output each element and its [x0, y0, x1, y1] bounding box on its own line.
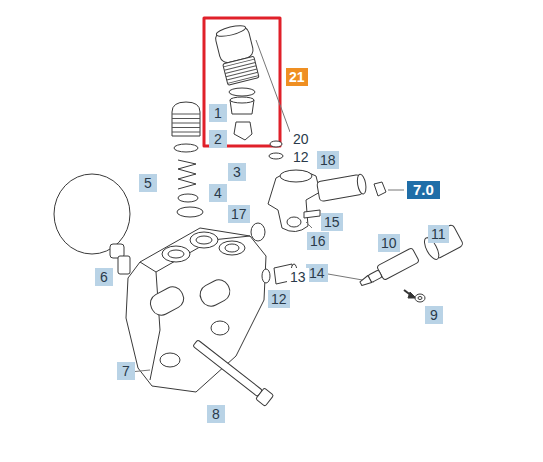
pressure-fitting	[214, 23, 261, 86]
callout-number: 10	[378, 234, 400, 252]
callout-number: 9	[425, 306, 443, 324]
callout-number: 21	[286, 68, 308, 86]
callout-number: 6	[95, 268, 113, 286]
callout-number: 12	[268, 290, 290, 308]
highlight-frame	[204, 18, 280, 146]
screw	[304, 210, 320, 218]
bolt	[191, 337, 274, 406]
o-ring	[177, 207, 203, 217]
callout-number: 16	[307, 232, 329, 250]
callout-number: 11	[428, 225, 449, 243]
callout-number: 13	[287, 268, 309, 286]
fitting	[118, 256, 130, 274]
nut	[422, 224, 464, 262]
valve-insert	[234, 122, 252, 140]
callout-number: 15	[321, 213, 343, 231]
clip	[374, 182, 386, 196]
o-ring	[229, 88, 255, 96]
callout-number: 5	[139, 174, 157, 192]
o-ring	[251, 223, 265, 241]
outlet-housing	[268, 170, 320, 231]
callout-number: 17	[228, 205, 250, 223]
callout-number: 3	[228, 163, 246, 181]
callout-number: 8	[207, 405, 225, 423]
o-ring	[174, 144, 198, 152]
callout-number: 18	[317, 151, 339, 169]
accumulator	[54, 174, 130, 254]
callout-number: 2	[209, 130, 227, 148]
callout-number: 1	[209, 104, 227, 122]
callout-number: 7.0	[407, 181, 440, 199]
nut-small	[415, 294, 425, 302]
callout-number: 12	[290, 148, 312, 166]
leader-line	[256, 40, 290, 132]
callout-number: 7	[117, 362, 135, 380]
callout-number: 14	[306, 264, 328, 282]
valve-stem	[357, 248, 419, 291]
hose-stub	[317, 174, 368, 202]
plug	[172, 102, 200, 136]
valve-disc	[178, 194, 198, 202]
pump-body	[126, 228, 266, 392]
callout-number: 4	[209, 184, 227, 202]
spring	[178, 160, 196, 189]
callout-number: 20	[290, 130, 312, 148]
o-ring	[262, 269, 270, 283]
